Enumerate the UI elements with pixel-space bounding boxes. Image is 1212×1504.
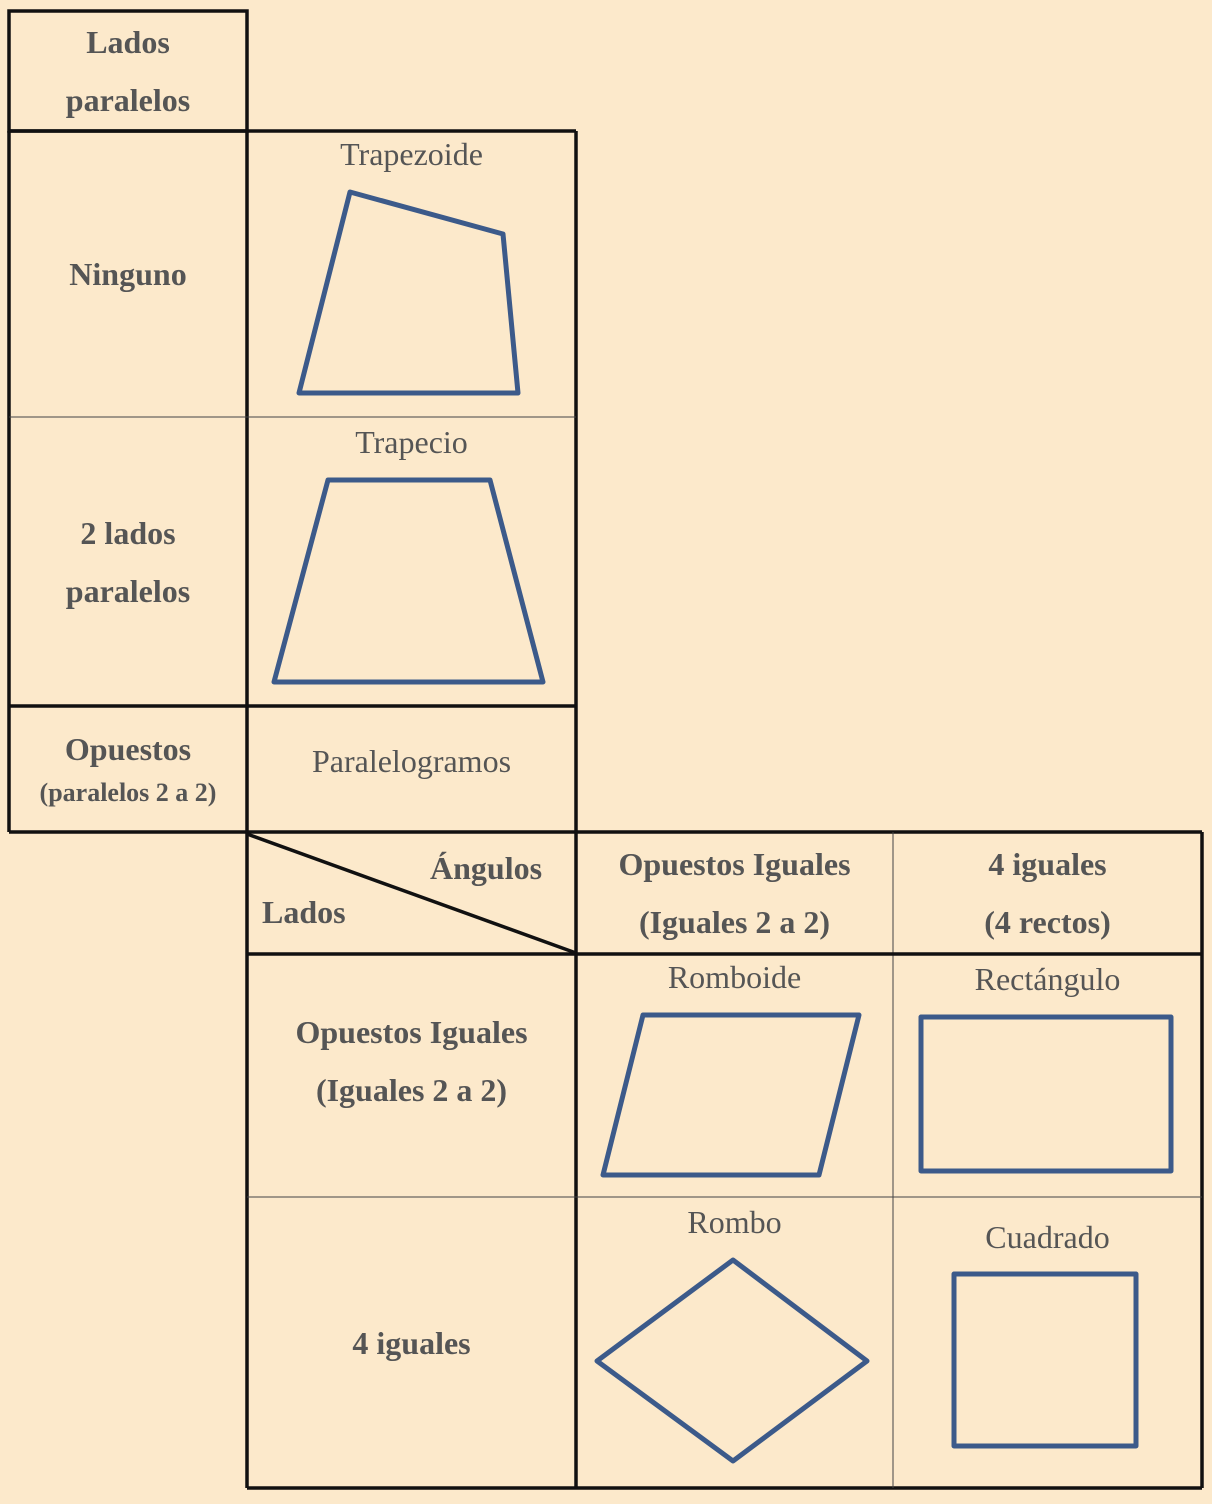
header-line1: Lados	[86, 24, 170, 60]
column-header-four-equal: 4 iguales (4 rectos)	[893, 832, 1202, 954]
row-label-line2: paralelos	[65, 572, 191, 609]
paralelogramos-text: Paralelogramos	[311, 742, 512, 779]
row-label-line2: (paralelos 2 a 2)	[39, 778, 217, 807]
row-label-two-parallel: 2 lados paralelos	[9, 417, 247, 706]
shape-label-trapecio: Trapecio	[355, 424, 468, 460]
shape-label-cuadrado: Cuadrado	[985, 1219, 1110, 1255]
shape-label-romboide: Romboide	[667, 959, 802, 995]
shape-label-paralelogramos: Paralelogramos	[247, 706, 576, 816]
shape-label-rectangulo: Rectángulo	[974, 961, 1121, 997]
shape-label-rombo: Rombo	[687, 1204, 782, 1240]
row-header-line2: (Iguales 2 a 2)	[315, 1071, 508, 1108]
rhombus-icon	[594, 1257, 870, 1464]
header-line2: paralelos	[65, 82, 191, 118]
column-header-line1: 4 iguales	[988, 846, 1107, 882]
column-header-line2: (4 rectos)	[984, 904, 1111, 940]
row-label-line1: 2 lados	[80, 514, 176, 551]
rhomboid-icon	[600, 1012, 862, 1178]
row-label-none: Ninguno	[9, 131, 247, 417]
rectangle-icon	[918, 1014, 1174, 1174]
row-header-four-equal: 4 iguales	[247, 1197, 576, 1488]
corner-sides-label: Lados	[262, 894, 346, 930]
column-header-line1: Opuestos Iguales	[618, 846, 851, 882]
shape-label-trapezoide: Trapezoide	[340, 136, 483, 172]
header-parallel-sides: Lados paralelos	[9, 11, 247, 131]
corner-diagonal	[246, 832, 577, 955]
row-label-opposite-parallel: Opuestos (paralelos 2 a 2)	[9, 706, 247, 832]
column-header-opposite-equal: Opuestos Iguales (Iguales 2 a 2)	[576, 832, 893, 954]
row-header-line1: Opuestos Iguales	[295, 1013, 528, 1050]
row-label-text: Ninguno	[69, 256, 187, 292]
column-header-line2: (Iguales 2 a 2)	[638, 904, 831, 940]
row-header-line1: 4 iguales	[352, 1324, 471, 1361]
row-header-opposite-equal: Opuestos Iguales (Iguales 2 a 2)	[247, 954, 576, 1197]
row-label-line1: Opuestos	[64, 731, 192, 767]
trapezium-icon	[271, 477, 546, 685]
trapezoid-irregular-icon	[296, 189, 521, 396]
corner-angles-label: Ángulos	[430, 850, 543, 886]
square-icon	[951, 1271, 1139, 1449]
